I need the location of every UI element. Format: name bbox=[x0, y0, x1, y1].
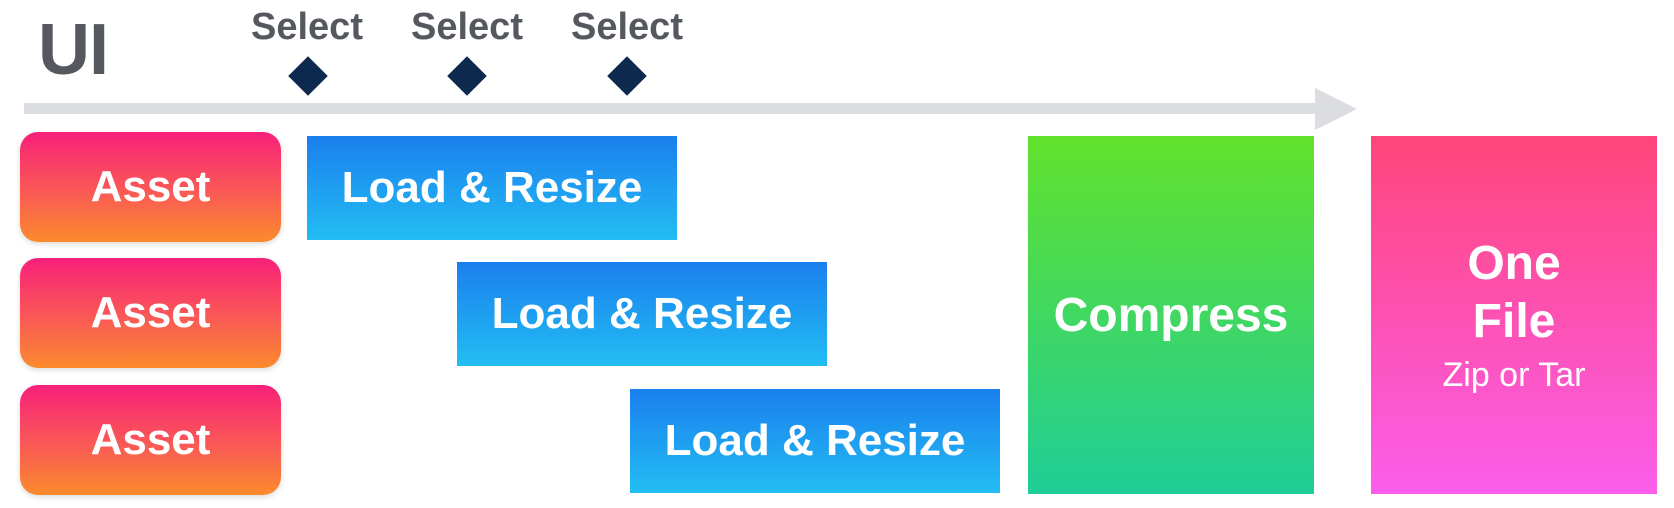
load-resize-box: Load & Resize bbox=[307, 136, 677, 240]
select-marker-diamond bbox=[288, 56, 328, 96]
output-file-box: One File Zip or Tar bbox=[1371, 136, 1657, 494]
select-label: Select bbox=[571, 6, 683, 48]
select-label: Select bbox=[411, 6, 523, 48]
load-resize-box: Load & Resize bbox=[630, 389, 1000, 493]
timeline-line bbox=[24, 103, 1319, 114]
output-format-subtitle: Zip or Tar bbox=[1442, 356, 1586, 394]
compress-box: Compress bbox=[1028, 136, 1314, 494]
select-marker-diamond bbox=[447, 56, 487, 96]
select-marker-diamond bbox=[607, 56, 647, 96]
load-resize-box: Load & Resize bbox=[457, 262, 827, 366]
asset-box: Asset bbox=[20, 385, 281, 495]
asset-box: Asset bbox=[20, 132, 281, 242]
timeline-arrowhead bbox=[1315, 88, 1357, 130]
select-label: Select bbox=[251, 6, 363, 48]
asset-box: Asset bbox=[20, 258, 281, 368]
output-title-line1: One bbox=[1467, 237, 1561, 290]
output-title-line2: File bbox=[1472, 295, 1556, 348]
ui-title: UI bbox=[38, 10, 109, 90]
